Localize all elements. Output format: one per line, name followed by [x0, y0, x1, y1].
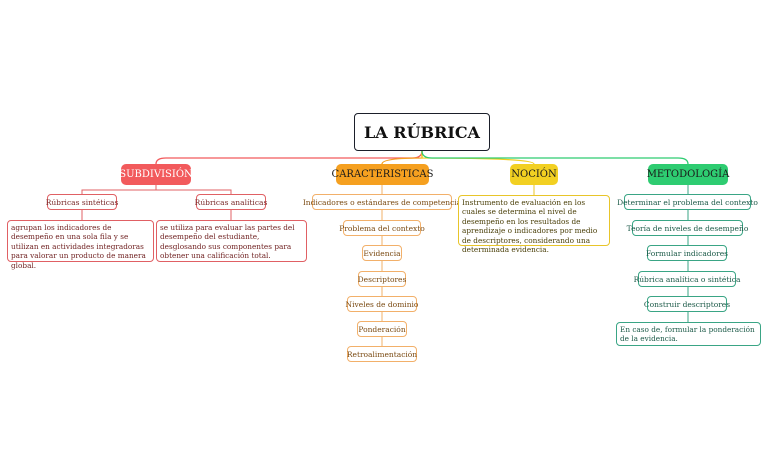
- link-root-caracteristicas: [381, 151, 423, 165]
- branch-nocion[interactable]: NOCIÓN: [510, 164, 558, 185]
- branch-metodologia[interactable]: METODOLOGÍA: [647, 164, 729, 185]
- link-root-nocion: [421, 151, 535, 165]
- link-root-subdivision: [155, 150, 423, 165]
- metodologia-item[interactable]: Determinar el problema del contexto: [617, 194, 758, 210]
- root-title[interactable]: LA RÚBRICA: [354, 113, 490, 151]
- subdivision-child-sinteticas[interactable]: Rúbricas sintéticas: [46, 194, 118, 210]
- metodologia-item[interactable]: Formular indicadores: [646, 245, 728, 261]
- sinteticas-detail[interactable]: agrupan los indicadores de desempeño en …: [7, 220, 154, 270]
- caracteristica-item[interactable]: Ponderación: [357, 321, 407, 337]
- caracteristica-item[interactable]: Descriptores: [358, 271, 406, 287]
- caracteristica-item[interactable]: Problema del contexto: [339, 220, 425, 236]
- nocion-detail[interactable]: Instrumento de evaluación en los cuales …: [458, 195, 610, 254]
- caracteristica-item[interactable]: Evidencia: [362, 245, 402, 261]
- caracteristica-item[interactable]: Niveles de dominio: [346, 296, 418, 312]
- branch-caracteristicas[interactable]: CARACTERISTICAS: [332, 164, 433, 185]
- metodologia-item-ponderacion[interactable]: En caso de, formular la ponderación de l…: [616, 322, 761, 346]
- branch-subdivision[interactable]: SUBDIVISIÓN: [119, 164, 193, 185]
- caracteristica-item[interactable]: Indicadores o estándares de competencia: [303, 194, 461, 210]
- subdivision-child-analiticas[interactable]: Rúbricas analíticas: [195, 194, 267, 210]
- analiticas-detail[interactable]: se utiliza para evaluar las partes del d…: [156, 220, 307, 262]
- metodologia-item[interactable]: Construir descriptores: [644, 296, 730, 312]
- metodologia-item[interactable]: Rúbrica analítica o sintética: [634, 271, 740, 287]
- caracteristica-item[interactable]: Retroalimentación: [347, 346, 417, 362]
- link-root-metodologia: [421, 150, 689, 165]
- metodologia-item[interactable]: Teoría de niveles de desempeño: [627, 220, 748, 236]
- link-subdivision-children: [81, 185, 232, 194]
